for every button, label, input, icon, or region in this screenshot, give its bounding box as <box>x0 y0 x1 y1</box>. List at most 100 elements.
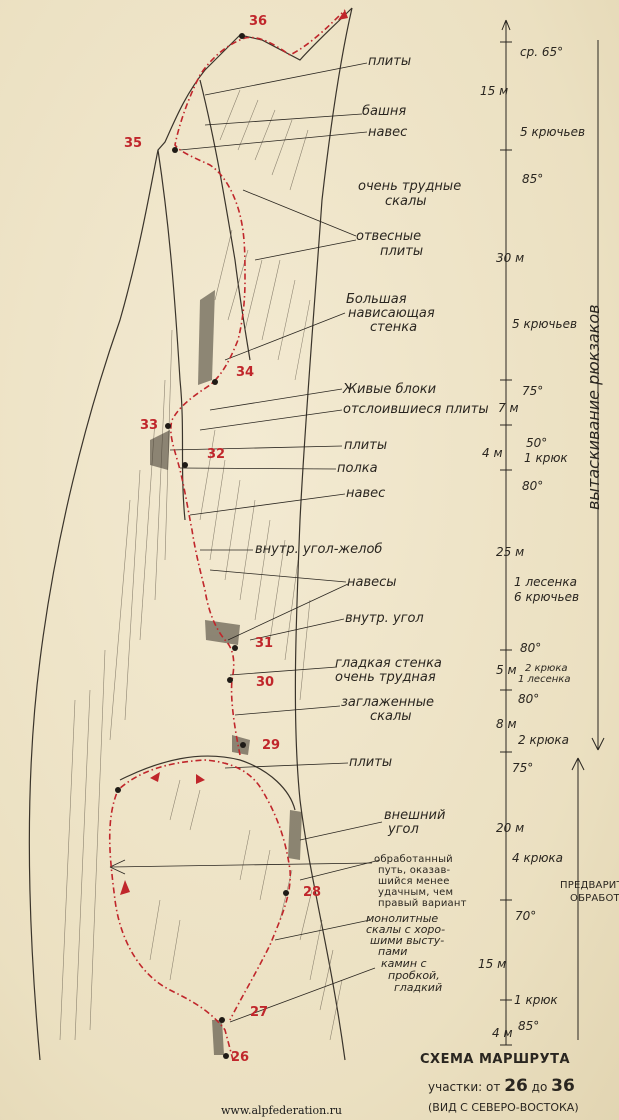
label-obrab-2: путь, оказав- <box>378 865 451 876</box>
measure-15m-low: 15 м <box>478 957 507 971</box>
label-bolshaya-1: Большая <box>346 292 407 307</box>
measure-1-piton-mid: 1 крюк <box>524 451 568 465</box>
rock-outline <box>28 7 353 1061</box>
measure-30m: 30 м <box>496 251 525 265</box>
measure-20m: 20 м <box>496 821 525 835</box>
measure-5-pitons-top: 5 крючьев <box>520 125 586 139</box>
subtitle-part-a: участки: от <box>428 1080 505 1094</box>
label-polka: полка <box>337 461 378 476</box>
measure-4-pitons: 4 крюка <box>512 851 564 865</box>
label-gladkaya-2: очень трудная <box>335 670 436 685</box>
measure-80-low: 80° <box>520 641 542 655</box>
route-line <box>108 9 346 1061</box>
label-monolit-3: шими высту- <box>370 934 445 947</box>
label-zhivye: Живые блоки <box>343 382 437 397</box>
label-kamin-1: камин с <box>381 957 427 970</box>
measure-25m: 25 м <box>496 545 525 559</box>
label-plity-mid: плиты <box>344 438 388 453</box>
measure-4m-low: 4 м <box>492 1026 513 1040</box>
label-obrab-5: правый вариант <box>378 898 467 909</box>
station-28: 28 <box>303 885 322 900</box>
label-vnutr-zhelob: внутр. угол-желоб <box>255 542 383 557</box>
label-navesy: навесы <box>347 575 397 590</box>
hauling-arrow <box>571 40 605 1040</box>
station-36: 36 <box>249 14 268 29</box>
height-scale <box>500 19 512 1046</box>
measure-5m: 5 м <box>496 663 517 677</box>
station-33: 33 <box>140 418 159 433</box>
station-26: 26 <box>231 1050 250 1065</box>
measure-4m-mid: 4 м <box>482 446 503 460</box>
label-ochen-trudnye-1: очень трудные <box>358 179 462 194</box>
label-bolshaya-3: стенка <box>370 320 418 335</box>
label-kamin-2: пробкой, <box>388 969 440 982</box>
label-vneshniy-2: угол <box>388 822 419 837</box>
measure-50: 50° <box>526 436 548 450</box>
measure-75-mid: 75° <box>522 384 544 398</box>
label-vnutr-ugol: внутр. угол <box>345 611 424 626</box>
label-prelim-2: ОБРАБОТ <box>570 893 619 904</box>
label-zaglazh-1: заглаженные <box>341 695 434 710</box>
label-otvesnye-2: плиты <box>380 244 424 259</box>
label-otsloiv: отслоившиеся плиты <box>343 402 489 417</box>
measure-80-b: 80° <box>518 692 540 706</box>
rock-hatching <box>59 89 343 1041</box>
belay-points <box>115 33 289 1059</box>
label-kamin-3: гладкий <box>394 981 443 994</box>
route-arrows <box>120 10 348 895</box>
station-35: 35 <box>124 136 143 151</box>
label-obrab-3: шийся менее <box>378 876 450 887</box>
measure-2-pitons-b: 2 крюка <box>518 733 570 747</box>
label-gladkaya-1: гладкая стенка <box>335 656 442 671</box>
label-prelim-1: ПРЕДВАРИТЕ <box>560 880 619 891</box>
station-31: 31 <box>255 636 274 651</box>
label-monolit-1: монолитные <box>366 912 439 925</box>
measure-avg-65: ср. 65° <box>520 45 564 59</box>
label-naves-top: навес <box>368 125 408 140</box>
measure-1-ladder: 1 лесенка <box>514 575 577 589</box>
diagram-view-note: (ВИД С СЕВЕРО-ВОСТОКА) <box>428 1101 579 1114</box>
subtitle-from-number: 26 <box>504 1076 528 1096</box>
measure-80-mid: 80° <box>522 479 544 493</box>
station-30: 30 <box>256 675 275 690</box>
label-naves-mid: навес <box>346 486 386 501</box>
diagram-title: СХЕМА МАРШРУТА <box>420 1052 571 1067</box>
subtitle-to-number: 36 <box>551 1076 575 1096</box>
label-vneshniy-1: внешний <box>384 808 446 823</box>
label-obrab-4: удачным, чем <box>378 887 454 898</box>
label-plity-low: плиты <box>349 755 393 770</box>
measure-5-pitons-mid: 5 крючьев <box>512 317 578 331</box>
measure-1-piton-low: 1 крюк <box>514 993 558 1007</box>
label-bolshaya-2: нависающая <box>348 306 435 321</box>
station-27: 27 <box>250 1005 269 1020</box>
station-32: 32 <box>207 447 226 462</box>
measure-70: 70° <box>515 909 537 923</box>
label-monolit-4: пами <box>378 945 408 958</box>
label-hauling-backpacks: вытаскивание рюкзаков <box>584 304 603 510</box>
rock-shadows <box>150 290 302 1055</box>
measure-1-ladder-b: 1 лесенка <box>518 674 571 685</box>
station-29: 29 <box>262 738 281 753</box>
label-bashnya: башня <box>362 104 407 119</box>
station-34: 34 <box>236 365 255 380</box>
measure-85-top: 85° <box>522 172 544 186</box>
subtitle-part-c: до <box>527 1080 552 1094</box>
measure-75-low: 75° <box>512 761 534 775</box>
measure-2-pitons-a: 2 крюка <box>525 663 568 674</box>
website-watermark: www.alpfederation.ru <box>221 1104 342 1117</box>
label-monolit-2: скалы с хоро- <box>366 923 446 936</box>
label-zaglazh-2: скалы <box>370 709 412 724</box>
measure-8m: 8 м <box>496 717 517 731</box>
label-obrab-1: обработанный <box>374 854 453 865</box>
label-plity-top: плиты <box>368 54 412 69</box>
label-ochen-trudnye-2: скалы <box>385 194 427 209</box>
measure-85-low: 85° <box>518 1019 540 1033</box>
leader-lines <box>109 62 383 1023</box>
label-otvesnye-1: отвесные <box>356 229 422 244</box>
measure-15m-top: 15 м <box>480 84 509 98</box>
diagram-subtitle: участки: от 26 до 36 <box>428 1076 575 1096</box>
measure-7m: 7 м <box>498 401 519 415</box>
measure-6-pitons: 6 крючьев <box>514 590 580 604</box>
